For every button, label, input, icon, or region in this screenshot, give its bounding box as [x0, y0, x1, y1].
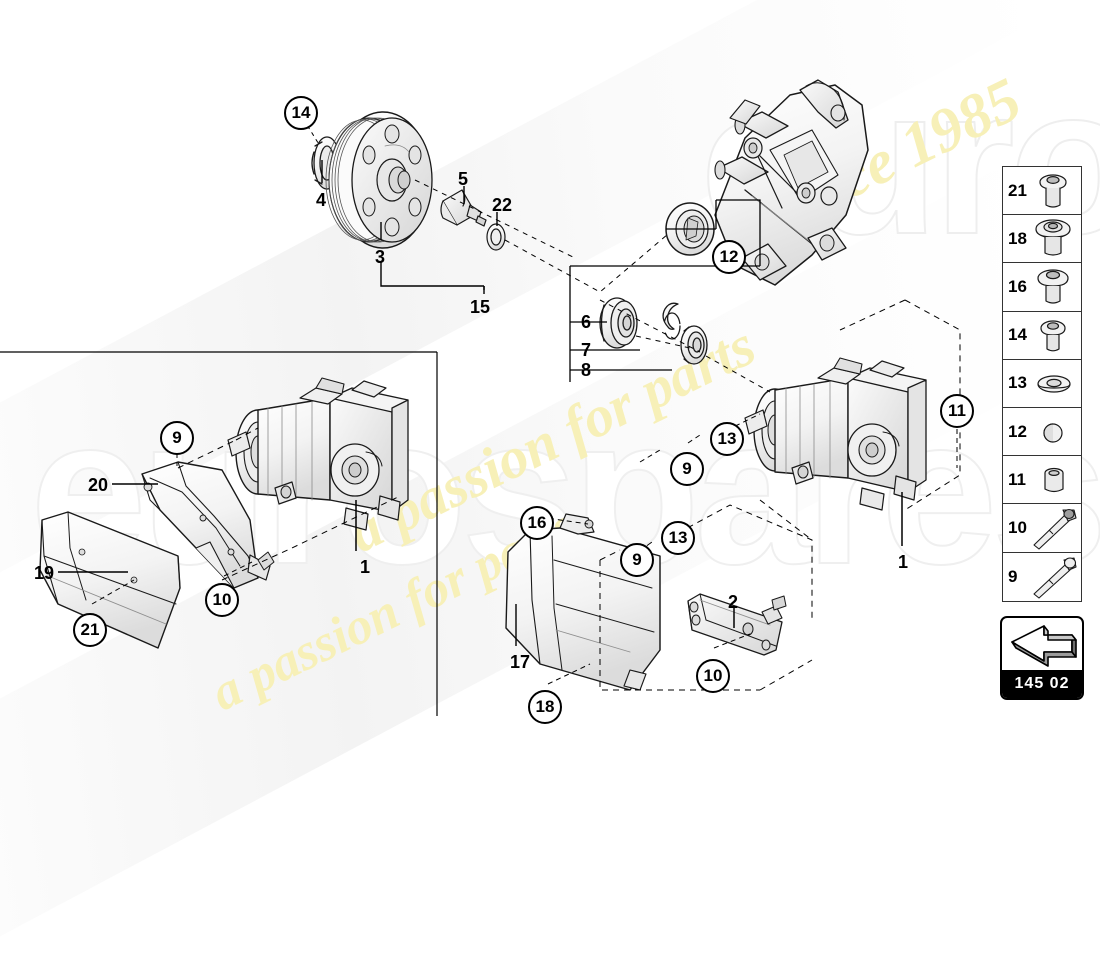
- callout-13-upper[interactable]: 13: [710, 422, 744, 456]
- legend-row-21[interactable]: 21: [1003, 167, 1081, 216]
- label-6: 6: [581, 312, 592, 332]
- callout-11[interactable]: 11: [940, 394, 974, 428]
- part-12-bracket: [665, 79, 869, 286]
- label-15: 15: [470, 297, 491, 317]
- legend-row-12[interactable]: 12: [1003, 408, 1081, 457]
- callout-14[interactable]: 14: [284, 96, 318, 130]
- legend-row-9[interactable]: 9: [1003, 553, 1081, 601]
- legend-number: 18: [1008, 228, 1027, 248]
- part-7-snapring: [662, 302, 681, 340]
- part-1-compressor-left: [227, 377, 409, 531]
- push-rivet-icon: [1029, 312, 1081, 359]
- label-19: 19: [34, 563, 55, 583]
- long-bolt-icon: [1029, 504, 1081, 551]
- callout-16[interactable]: 16: [520, 506, 554, 540]
- callout-label: 9: [682, 459, 692, 478]
- callout-9-upper[interactable]: 9: [670, 452, 704, 486]
- callout-label: 13: [668, 528, 688, 547]
- label-3: 3: [375, 247, 386, 267]
- legend-row-18[interactable]: 18: [1003, 215, 1081, 264]
- callout-9-left[interactable]: 9: [160, 421, 194, 455]
- part-19-cover: [39, 511, 181, 649]
- callout-21[interactable]: 21: [73, 613, 107, 647]
- callout-12[interactable]: 12: [712, 240, 746, 274]
- label-20: 20: [88, 475, 109, 495]
- callout-label: 10: [212, 590, 232, 609]
- parts-legend-table: 21 18: [1002, 166, 1082, 602]
- legend-row-16[interactable]: 16: [1003, 263, 1081, 312]
- label-1-left: 1: [360, 557, 371, 577]
- legend-row-10[interactable]: 10: [1003, 504, 1081, 553]
- label-1-right: 1: [898, 552, 909, 572]
- callout-18[interactable]: 18: [528, 690, 562, 724]
- bushing-icon: [1029, 408, 1081, 455]
- callout-label: 21: [80, 620, 100, 639]
- part-number-text: 145 02: [1002, 670, 1082, 698]
- label-17: 17: [510, 652, 531, 672]
- callout-label: 14: [291, 103, 311, 122]
- part-5-spindle: [440, 189, 487, 227]
- label-8: 8: [581, 360, 592, 380]
- washer-icon: [1029, 360, 1081, 407]
- callout-label: 12: [719, 247, 739, 266]
- legend-number: 14: [1008, 325, 1027, 345]
- label-7: 7: [581, 340, 592, 360]
- callout-10-bottom[interactable]: 10: [696, 659, 730, 693]
- label-4: 4: [316, 190, 327, 210]
- callout-label: 16: [527, 513, 547, 532]
- legend-number: 12: [1008, 421, 1027, 441]
- legend-number: 21: [1008, 180, 1027, 200]
- part-number-plate[interactable]: 145 02: [1000, 616, 1084, 700]
- callout-9-lower[interactable]: 9: [620, 543, 654, 577]
- legend-number: 11: [1008, 469, 1026, 489]
- wide-head-rivet-icon: [1029, 215, 1081, 262]
- arrow-3d-icon: [1002, 618, 1082, 670]
- part-8-bearing: [680, 325, 708, 365]
- legend-row-14[interactable]: 14: [1003, 312, 1081, 360]
- flanged-rivet-icon: [1029, 263, 1081, 310]
- part-6-idler: [599, 297, 638, 349]
- sleeve-icon: [1029, 456, 1081, 503]
- legend-number: 16: [1008, 276, 1027, 296]
- callout-label: 10: [703, 666, 723, 685]
- callout-label: 9: [632, 550, 642, 569]
- long-bolt-icon: [1029, 553, 1081, 601]
- legend-number: 10: [1008, 517, 1027, 537]
- label-22: 22: [492, 195, 513, 215]
- label-5: 5: [458, 169, 469, 189]
- callout-label: 13: [717, 429, 737, 448]
- legend-number: 9: [1008, 566, 1018, 586]
- part-1-compressor-right: [744, 357, 927, 511]
- push-rivet-icon: [1029, 167, 1081, 214]
- callout-label: 18: [535, 697, 555, 716]
- legend-number: 13: [1008, 373, 1027, 393]
- callout-label: 11: [948, 401, 966, 420]
- callout-13-lower[interactable]: 13: [661, 521, 695, 555]
- legend-row-11[interactable]: 11: [1003, 456, 1081, 505]
- legend-row-13[interactable]: 13: [1003, 360, 1081, 408]
- technical-illustration: [39, 79, 927, 691]
- part-3-pulley: [325, 111, 433, 249]
- callout-10-left[interactable]: 10: [205, 583, 239, 617]
- label-2: 2: [728, 592, 739, 612]
- part-22-ring: [486, 223, 506, 251]
- callout-label: 9: [172, 428, 182, 447]
